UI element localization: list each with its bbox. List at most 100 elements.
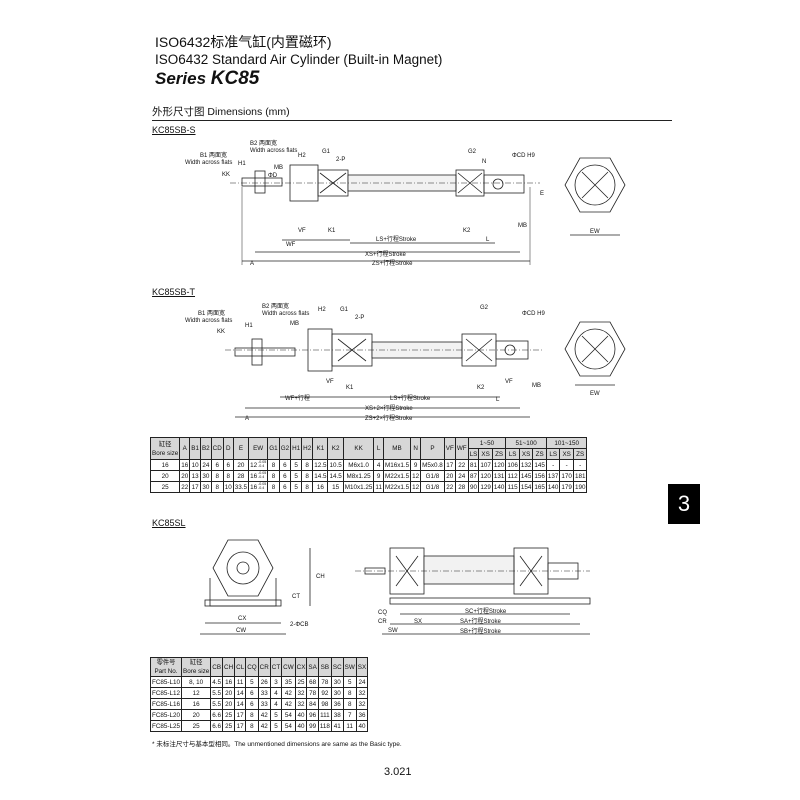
header-b1: B1	[189, 437, 201, 460]
label-b1-en: Width across flats	[185, 160, 232, 166]
table-cell: -	[559, 459, 574, 471]
bore-header-en: Bore size	[152, 449, 179, 457]
table-cell: 24	[355, 676, 369, 688]
label-h1: H1	[245, 323, 253, 329]
table-cell: 36	[330, 698, 344, 710]
sub-header: LS	[467, 448, 480, 460]
sub-header: LS	[545, 448, 561, 460]
table-cell: 30	[330, 676, 344, 688]
label-b1-en: Width across flats	[185, 318, 232, 324]
table-cell: 87	[467, 470, 480, 482]
sl-header-ct: CT	[269, 657, 283, 677]
table-cell: 6.6	[210, 709, 224, 721]
header-n: N	[410, 437, 422, 460]
header-a: A	[179, 437, 191, 460]
table-cell: M22x1.5	[382, 470, 412, 482]
sub-header: XS	[478, 448, 493, 460]
label-cr: CR	[378, 619, 387, 625]
table-cell: 40	[294, 720, 308, 732]
table-cell: G1/8	[420, 481, 445, 493]
table-cell: -	[545, 459, 561, 471]
table-cell: 90	[467, 481, 480, 493]
table-cell: 68	[306, 676, 319, 688]
table-cell: 20	[222, 698, 236, 710]
end-view-hex	[564, 157, 626, 213]
table-cell: 20	[443, 470, 456, 482]
label-k2: K2	[463, 228, 471, 234]
end-view-hex	[564, 321, 626, 377]
ew-tolerance: -0.05-0.4	[258, 460, 266, 469]
table-cell: 12	[181, 687, 212, 699]
table-cell: 120	[478, 470, 493, 482]
table-cell: 5	[269, 709, 283, 721]
piston-rod	[234, 347, 296, 357]
table-cell: 190	[572, 481, 588, 493]
sl-header-sb: SB	[317, 657, 332, 677]
label-g2: G2	[480, 305, 489, 311]
table-cell: 24	[454, 470, 469, 482]
table-cell: 154	[518, 481, 534, 493]
table-cell: 11	[373, 481, 384, 493]
table-cell: 156	[532, 470, 547, 482]
table-cell: 170	[559, 470, 574, 482]
table-cell: 7	[342, 709, 357, 721]
table-cell: 42	[281, 687, 296, 699]
table-cell: 10	[222, 481, 234, 493]
label-cb: 2-ΦCB	[290, 622, 308, 628]
chapter-tab: 3	[668, 484, 700, 524]
table-cell: 42	[257, 720, 271, 732]
sl-barrel	[423, 555, 515, 585]
header-k2: K2	[327, 437, 344, 460]
table-cell: 6	[222, 459, 234, 471]
sl-end-view-hex	[212, 539, 274, 597]
header-b2: B2	[199, 437, 212, 460]
sub-header: ZS	[532, 448, 547, 460]
table-cell: 120	[491, 459, 507, 471]
sl-header-sw: SW	[342, 657, 357, 677]
label-mb: MB	[290, 321, 299, 327]
table-cell: 78	[317, 676, 332, 688]
sl-foot-bracket	[209, 578, 277, 607]
label-k1: K1	[346, 385, 354, 391]
label-ch: CH	[316, 574, 325, 580]
table-cell: 14.5	[312, 470, 329, 482]
sl-header-cl: CL	[234, 657, 247, 677]
label-ls: LS+行程Stroke	[376, 235, 417, 243]
label-g2: G2	[468, 149, 477, 155]
table-cell: 22	[179, 481, 191, 493]
table-cell: 32	[355, 698, 369, 710]
sl-header-cw: CW	[281, 657, 296, 677]
table-cell: 4	[373, 459, 384, 471]
table-cell: 32	[294, 687, 308, 699]
table-cell: M6x1.0	[342, 459, 375, 471]
sl-header-sx: SX	[355, 657, 369, 677]
sl-header-part-en: Part No.	[154, 668, 178, 675]
table-cell: -	[572, 459, 588, 471]
table-cell: FC85-L10	[149, 676, 183, 688]
label-h2: H2	[318, 307, 326, 313]
table-cell: 8	[222, 470, 234, 482]
label-ct: CT	[292, 594, 300, 600]
label-g1: G1	[340, 307, 349, 313]
table-cell: 16	[312, 481, 329, 493]
table-cell: 8	[210, 470, 224, 482]
clevis-pin-hole	[492, 178, 504, 190]
label-sb: SB+行程Stroke	[460, 627, 502, 635]
header-h1: H1	[290, 437, 303, 460]
table-cell: 16	[179, 459, 191, 471]
table-cell: 26	[257, 676, 271, 688]
label-ew: EW	[590, 229, 600, 235]
header-p: P	[420, 437, 445, 460]
sl-header-sc: SC	[330, 657, 344, 677]
section-title-sl: KC85SL	[152, 518, 186, 528]
table-cell: 20	[232, 459, 250, 471]
table-cell: 8	[342, 687, 357, 699]
